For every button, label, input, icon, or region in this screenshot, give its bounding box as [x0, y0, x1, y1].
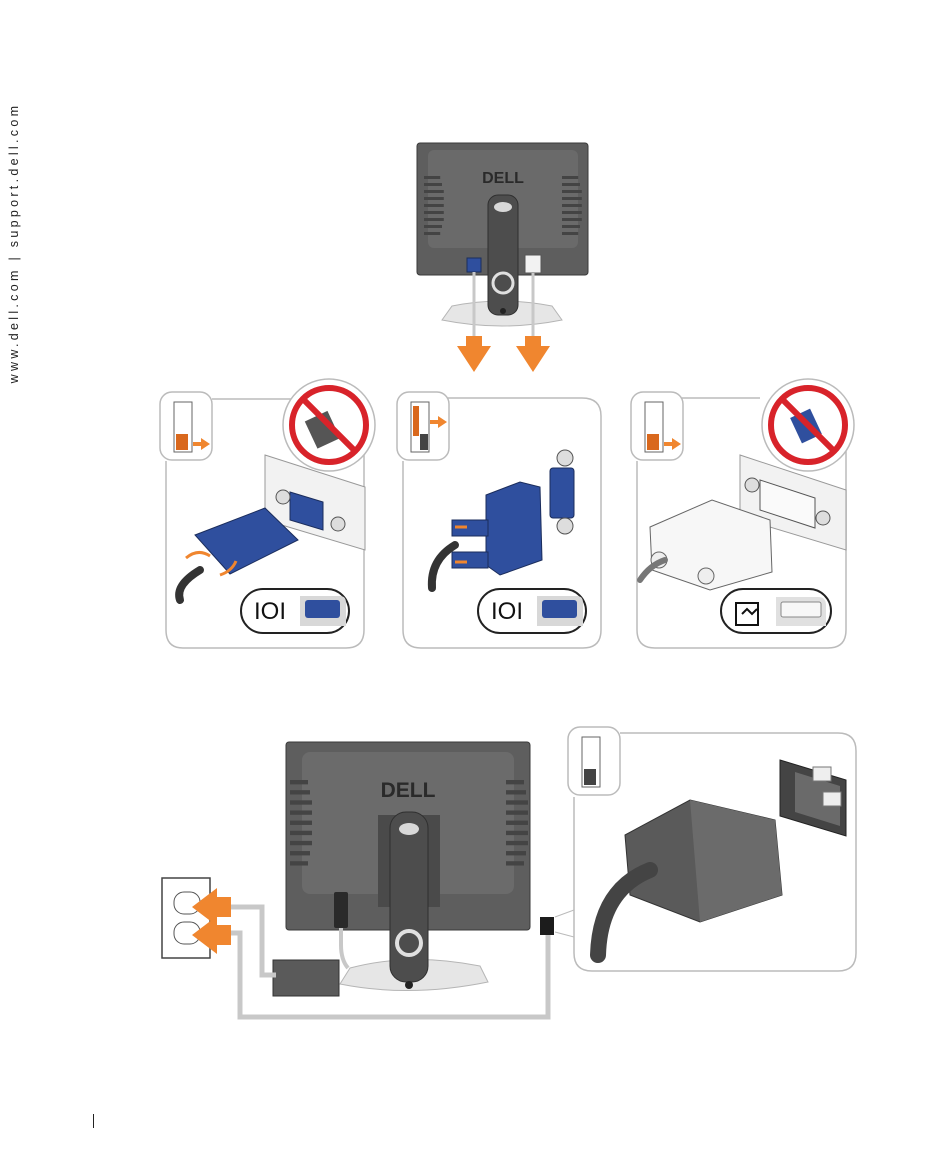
vga-connector-icon: [305, 600, 340, 618]
monitor-rear-top: DELL: [417, 143, 588, 372]
monitor-brand-top: DELL: [482, 170, 524, 187]
vga-port-icon: [467, 258, 481, 272]
down-arrow-icon: [457, 336, 491, 372]
dvi-connector-icon: [781, 602, 821, 617]
vga-connector-icon: [542, 600, 577, 618]
panel-vga-analog-2: IOI: [397, 392, 601, 648]
down-arrow-icon: [516, 336, 550, 372]
monitor-brand-bottom: DELL: [381, 779, 436, 802]
dvi-port-icon: [525, 255, 541, 273]
footer-rule: [93, 1114, 94, 1128]
wall-outlet-icon: [162, 878, 231, 958]
port-symbol-label: IOI: [491, 598, 523, 625]
power-plug-icon: [540, 917, 554, 935]
monitor-rear-bottom: DELL: [229, 742, 554, 1017]
power-adapter: [273, 960, 339, 996]
port-symbol-label: IOI: [254, 598, 286, 625]
panel-dvi-digital: [631, 379, 854, 648]
panel-vga-analog-1: IOI: [160, 379, 375, 648]
panel-power-connection: [555, 727, 856, 971]
